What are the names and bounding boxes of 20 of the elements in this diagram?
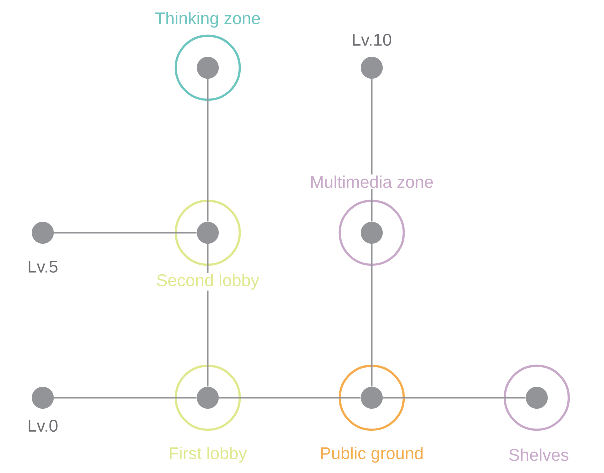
connector-line <box>54 232 197 234</box>
connector-line <box>207 79 209 222</box>
connector-line <box>371 244 373 387</box>
connector-line <box>219 397 361 399</box>
station-label: Lv.5 <box>26 260 60 274</box>
connector-line <box>383 397 526 399</box>
connector-line <box>54 397 197 399</box>
connector-line <box>207 244 209 387</box>
station-label: Shelves <box>508 448 570 462</box>
connector-line <box>371 79 373 222</box>
station-dot <box>32 222 54 244</box>
station-dot <box>361 57 383 79</box>
station-label: Second lobby <box>156 273 261 291</box>
station-dot <box>32 387 54 409</box>
station-label: First lobby <box>168 446 248 464</box>
station-label: Thinking zone <box>154 11 262 29</box>
station-label: Public ground <box>319 446 425 464</box>
station-label: Lv.0 <box>26 418 60 433</box>
station-label: Lv.10 <box>350 32 394 48</box>
station-label: Multimedia zone <box>309 174 435 190</box>
